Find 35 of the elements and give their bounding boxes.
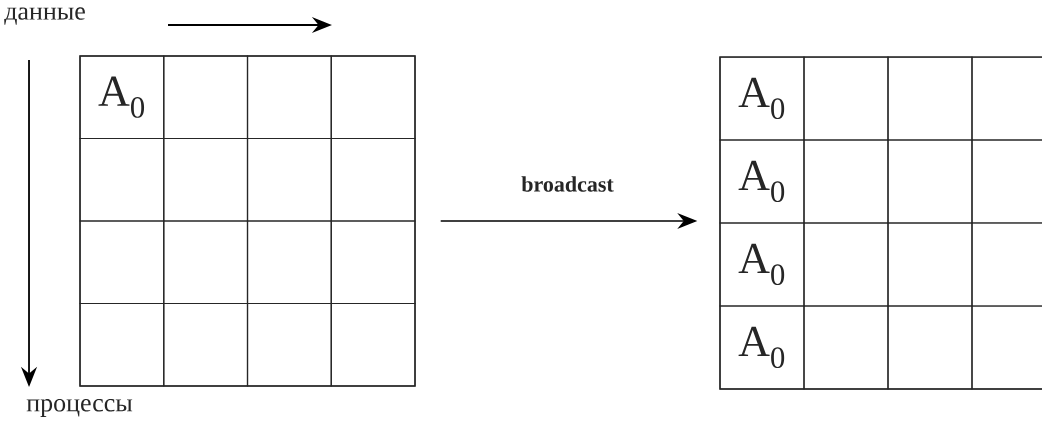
grid-cell	[246, 302, 332, 387]
axis-label: процессы	[26, 399, 133, 417]
grid-cell	[887, 139, 973, 224]
grid-cell	[79, 302, 165, 387]
grid-cell	[163, 55, 249, 140]
grid-cell	[246, 137, 332, 222]
grid-cell	[330, 302, 416, 387]
grid-cell	[971, 305, 1042, 390]
grid-cell	[803, 139, 889, 224]
grid-cell	[330, 220, 416, 305]
grid-cell	[246, 220, 332, 305]
grid-cell	[971, 56, 1042, 141]
grid-cell	[803, 56, 889, 141]
grid-cell	[330, 137, 416, 222]
grid-cell: A$_{0}$	[719, 56, 805, 141]
grid-cell	[330, 55, 416, 140]
grid-cell	[803, 305, 889, 390]
edge-label: broadcast	[521, 176, 614, 192]
grid-cell	[79, 137, 165, 222]
grid-cell	[971, 139, 1042, 224]
grid-cell	[163, 220, 249, 305]
grid-cell	[971, 222, 1042, 307]
grid-cell	[163, 302, 249, 387]
grid-cell	[803, 222, 889, 307]
grid-cell	[163, 137, 249, 222]
grid-cell	[887, 56, 973, 141]
grid-cell: A$_{0}$	[719, 222, 805, 307]
grid-cell	[79, 220, 165, 305]
grid-cell: A$_{0}$	[79, 55, 165, 140]
grid-cell	[887, 222, 973, 307]
axis-label: данные	[4, 7, 85, 25]
grid-cell: A$_{0}$	[719, 305, 805, 390]
grid-cell	[887, 305, 973, 390]
grid-cell: A$_{0}$	[719, 139, 805, 224]
grid-cell	[246, 55, 332, 140]
